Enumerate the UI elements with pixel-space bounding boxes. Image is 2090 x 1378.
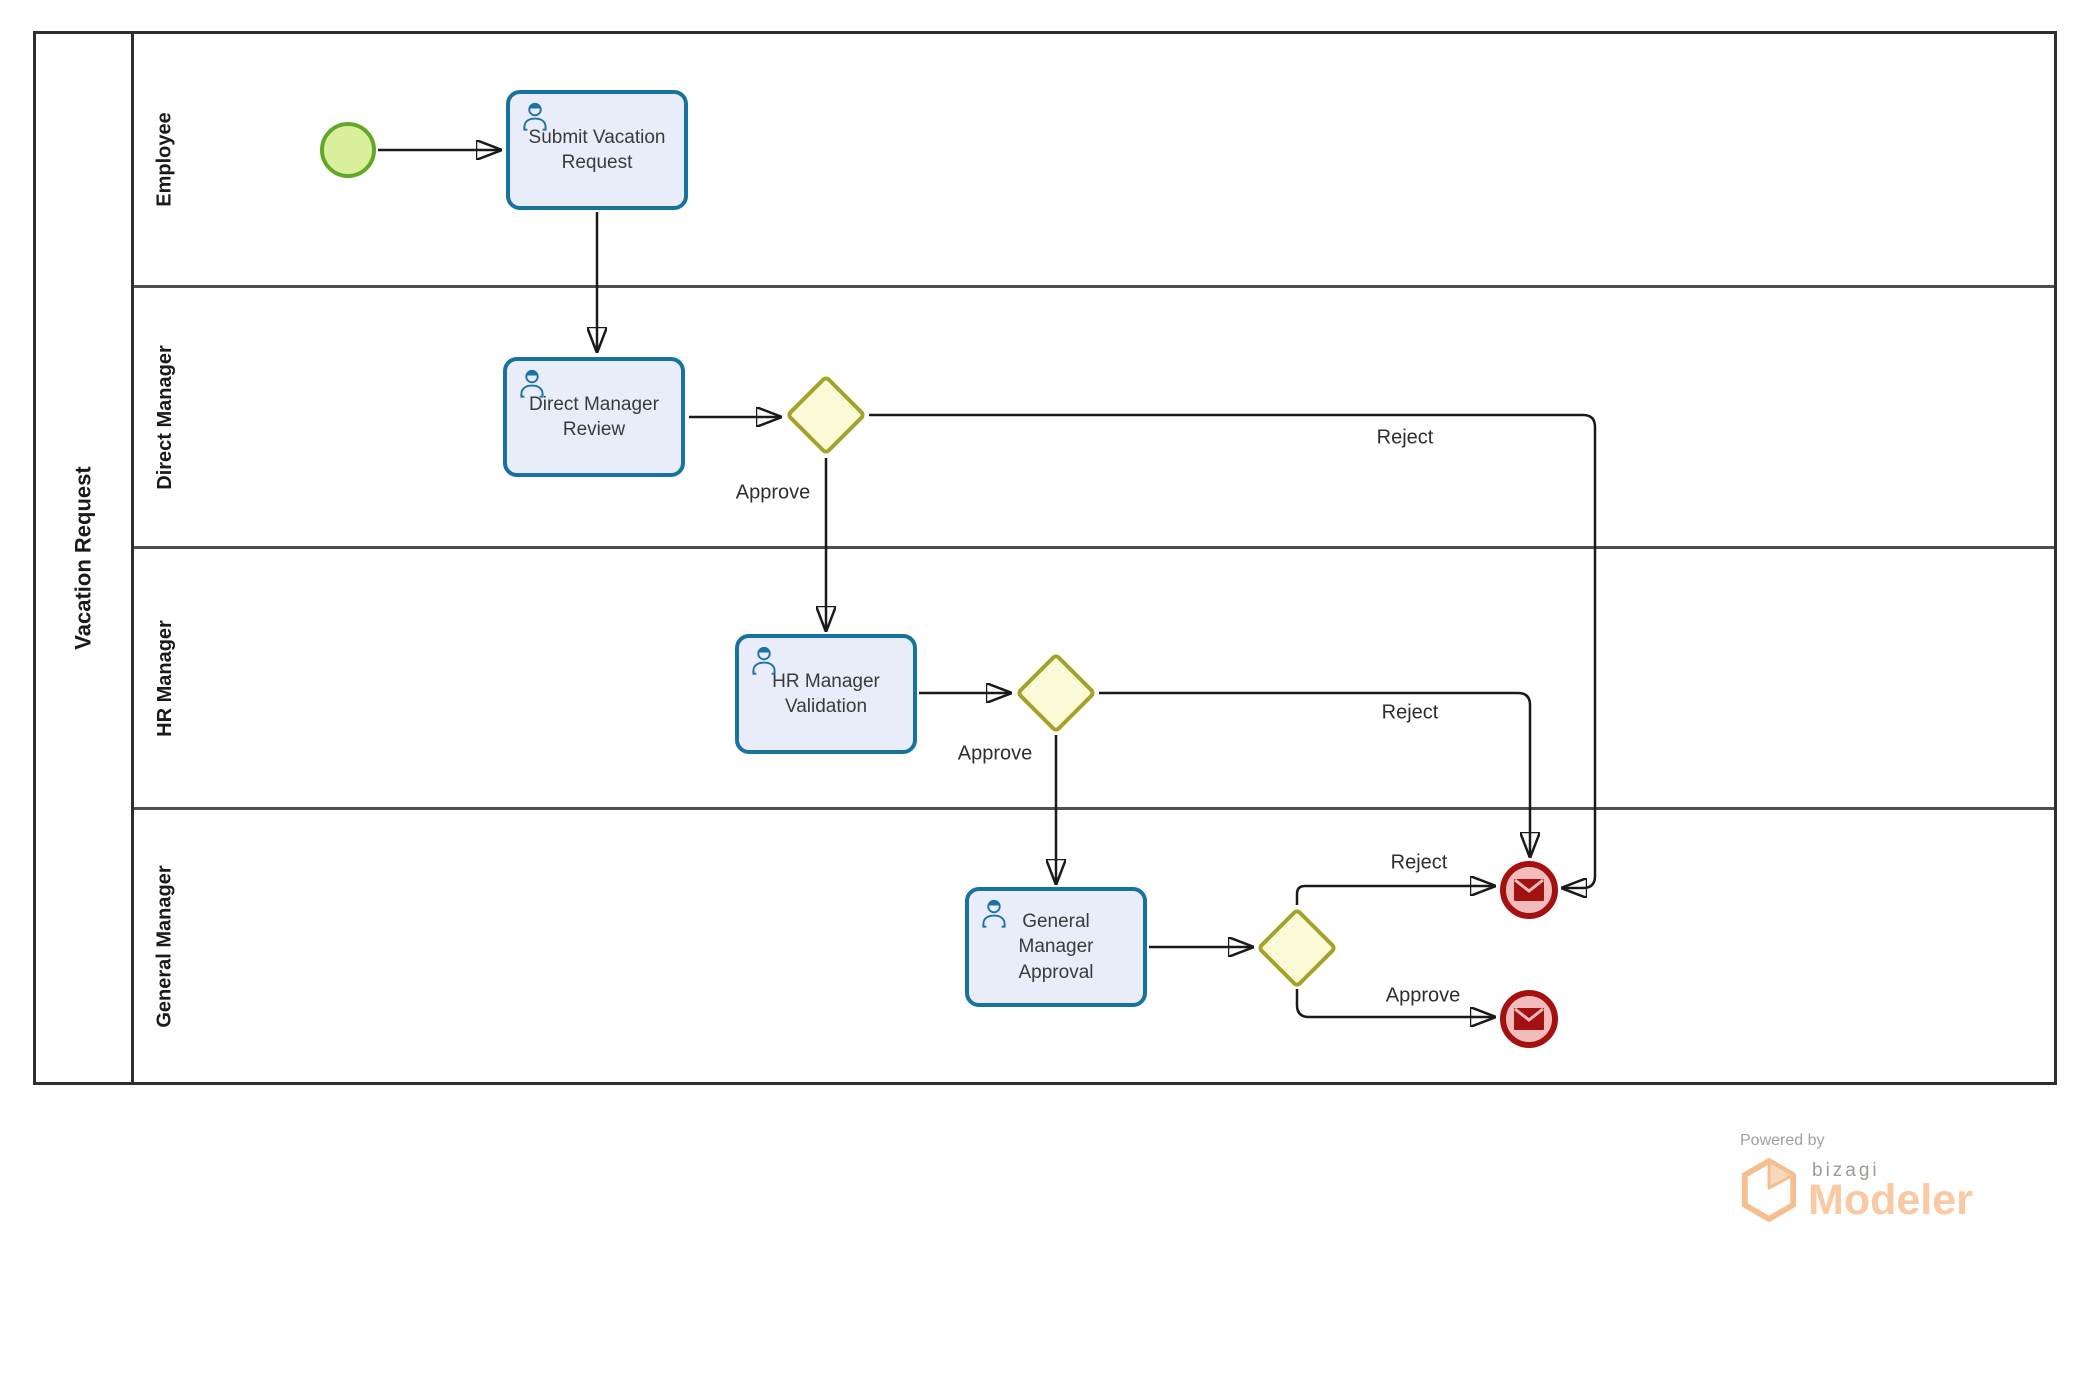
- lane-direct-manager: Direct Manager: [134, 288, 2054, 549]
- task-label: Submit Vacation Request: [528, 126, 666, 173]
- pool-label: Vacation Request: [70, 466, 96, 650]
- user-icon: [520, 369, 544, 398]
- flow-gateway3-reject-to-end[interactable]: [1295, 886, 1494, 905]
- end-event-approve[interactable]: [1500, 990, 1558, 1048]
- lane-direct-manager-header: Direct Manager: [134, 288, 196, 546]
- task-direct-manager-review[interactable]: Direct Manager Review: [503, 357, 685, 477]
- flow-label-hr-reject: Reject: [1381, 701, 1439, 724]
- task-submit-vacation-request[interactable]: Submit Vacation Request: [506, 90, 688, 210]
- task-label: General Manager Approval: [1018, 911, 1094, 983]
- user-icon: [752, 646, 776, 675]
- start-event[interactable]: [320, 122, 376, 178]
- flow-gateway3-approve-to-end[interactable]: [1295, 989, 1494, 1017]
- lane-hr-manager-header: HR Manager: [134, 549, 196, 807]
- flow-label-hr-approve: Approve: [957, 742, 1033, 765]
- user-icon: [523, 102, 547, 131]
- bizagi-modeler-watermark: Powered by bizagi Modeler: [1738, 1132, 1998, 1242]
- flow-label-dm-approve: Approve: [735, 481, 811, 504]
- message-envelope-icon: [1514, 878, 1544, 901]
- end-event-reject[interactable]: [1500, 861, 1558, 919]
- task-hr-manager-validation[interactable]: HR Manager Validation: [735, 634, 917, 754]
- bizagi-hexagon-icon: [1741, 1158, 1797, 1222]
- flow-label-dm-reject: Reject: [1376, 426, 1434, 449]
- lane-employee: Employee: [134, 34, 2054, 288]
- user-icon: [982, 899, 1006, 928]
- flow-label-gm-approve: Approve: [1385, 984, 1461, 1007]
- lane-hr-manager-label: HR Manager: [153, 619, 176, 737]
- lane-general-manager-header: General Manager: [134, 810, 196, 1082]
- lane-direct-manager-label: Direct Manager: [153, 344, 176, 490]
- lane-general-manager-label: General Manager: [153, 864, 176, 1028]
- pool-header: Vacation Request: [36, 34, 134, 1082]
- message-envelope-icon: [1514, 1007, 1544, 1030]
- task-label: Direct Manager Review: [529, 393, 659, 440]
- task-general-manager-approval[interactable]: General Manager Approval: [965, 887, 1147, 1007]
- flow-gateway1-reject-to-end[interactable]: [869, 413, 1597, 888]
- powered-by-text: Powered by: [1740, 1132, 1825, 1149]
- lane-employee-header: Employee: [134, 34, 196, 285]
- lane-hr-manager: HR Manager: [134, 549, 2054, 810]
- task-label: HR Manager Validation: [772, 670, 880, 717]
- flow-label-gm-reject: Reject: [1390, 851, 1448, 874]
- lane-employee-label: Employee: [153, 112, 176, 207]
- bizagi-brand-text: bizagi: [1812, 1160, 1880, 1181]
- modeler-product-text: Modeler: [1808, 1176, 1973, 1224]
- lanes-container: Employee Direct Manager HR Manager Gener…: [134, 34, 2054, 1082]
- flow-gateway2-reject-to-end[interactable]: [1099, 691, 1530, 856]
